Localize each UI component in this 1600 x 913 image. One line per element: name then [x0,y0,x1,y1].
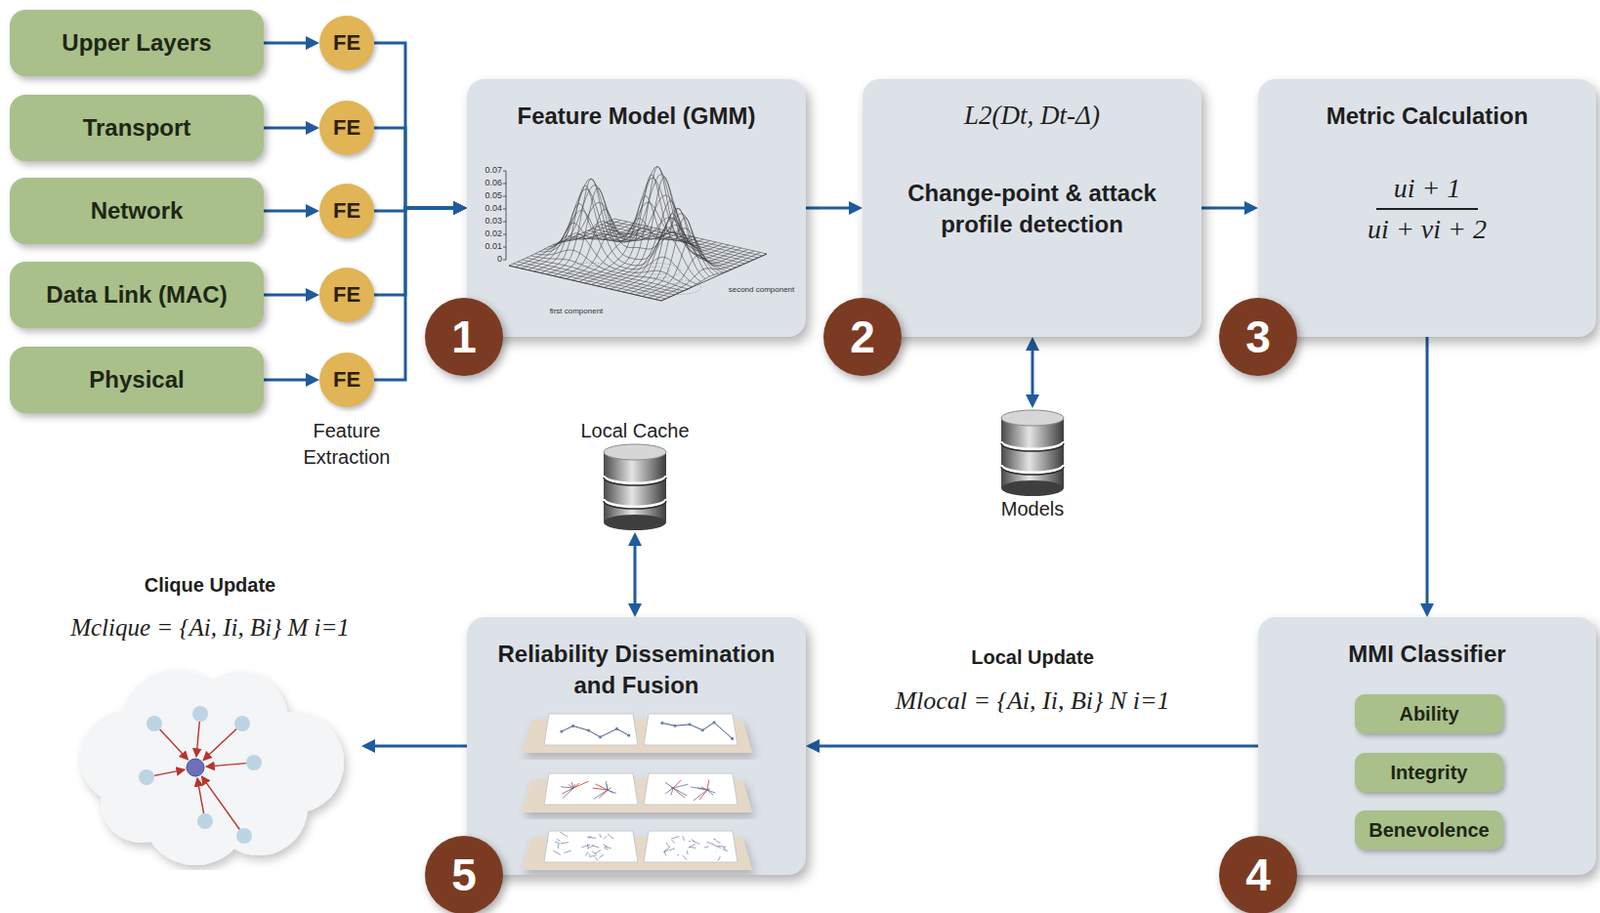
node-label: MMI Classifier [1347,638,1506,671]
node-label: Feature Model (GMM) [517,100,757,132]
axis-tick: 0 [478,253,503,264]
edge-label: Local Update [934,646,1131,670]
connector-arrow [633,543,637,607]
connector-arrow [1426,336,1430,607]
node-label: Ability [1398,703,1459,726]
node-label: Local Cache [580,420,689,443]
connector-arrow [374,42,457,209]
classifier-box: MMI ClassifierAbilityIntegrityBenevolenc… [1258,617,1597,876]
clique-cloud: Clique UpdateMclique = {Ai, Ii, Bi} M i=… [58,574,362,868]
connector-arrow [372,745,467,749]
formula-label: Mlocal = {Ai, Ii, Bi} N i=1 [876,686,1189,716]
node-label: Physical [88,366,184,394]
callout-number: 4 [1219,836,1298,913]
process-box: Reliability Dissemination and Fusion [466,617,806,876]
layer-box: Network [9,177,264,245]
node-label: Reliability Dissemination and Fusion [490,638,784,703]
node-label: Metric Calculation [1326,100,1529,132]
layer-box: Upper Layers [9,9,264,77]
connector-arrow [1201,207,1248,211]
connector-arrow [374,208,457,295]
node-text: ui + 1 [1376,172,1479,211]
callout-number: 3 [1219,297,1298,377]
connector-arrow [816,745,1259,749]
axis-tick: 0.01 [478,241,503,252]
feature-extractor: FE [319,352,375,408]
connector-arrow [263,42,309,45]
layer-box: Data Link (MAC) [9,261,264,329]
connector-arrow [263,126,309,130]
axis-tick: 0.06 [478,177,503,188]
class-pill: Ability [1354,694,1504,734]
process-box: L2(Dt, Dt-Δ) Change-point & attack profil… [862,79,1202,337]
layer-box: Physical [9,346,264,414]
node-label: L2(Dt, Dt-Δ) [964,100,1100,131]
connector-arrow [1031,347,1035,398]
database-cylinder: Models [991,408,1075,521]
feature-extractor: FE [319,267,375,323]
node-text: Change-point & attack profile detection [885,177,1179,242]
node-label: FE [333,30,361,56]
process-box: Feature Model (GMM) [466,79,806,337]
axis-label: second component [724,285,799,295]
connector-arrow [263,378,309,382]
caption-label: Feature Extraction [283,418,411,471]
feature-extractor: FE [319,15,375,71]
node-label: Benevolence [1368,819,1489,843]
axis-tick: 0.02 [478,228,503,239]
callout-number: 2 [823,297,902,377]
class-pill: Benevolence [1354,810,1504,850]
connector-arrow [374,127,457,209]
node-label: FE [333,115,361,141]
layer-box: Transport [9,94,264,162]
connector-arrow [263,210,309,213]
node-label: Transport [83,114,192,142]
database-cylinder: Local Cache [570,420,700,533]
node-label: Models [1001,498,1064,521]
callout-number: 1 [424,297,504,377]
connector-arrow [805,207,852,211]
node-label: Upper Layers [61,29,211,57]
feature-extractor: FE [319,183,375,239]
node-label: Network [90,197,184,225]
axis-tick: 0.07 [478,165,503,175]
callout-number: 5 [424,836,504,913]
node-label: Data Link (MAC) [45,281,227,309]
node-label: Clique Update [144,574,276,597]
feature-extractor: FE [319,100,375,156]
class-pill: Integrity [1354,753,1504,793]
axis-tick: 0.04 [478,203,503,213]
axis-label: first component [527,306,626,316]
process-box: Metric Calculation ui + 1ui + vi + 2 [1258,79,1597,337]
axis-tick: 0.03 [478,215,503,226]
node-label: FE [333,282,361,308]
connector-arrow [263,294,309,297]
node-text: ui + vi + 2 [1367,210,1487,246]
cloud-graphic [58,631,362,871]
axis-tick: 0.05 [478,190,503,201]
node-label: FE [333,367,361,393]
node-text: Mclique = {Ai, Ii, Bi} M i=1 [70,614,350,642]
node-label: FE [333,198,361,224]
cylinder-icon [600,442,670,533]
node-label: Integrity [1390,761,1469,785]
cylinder-icon [998,408,1067,499]
